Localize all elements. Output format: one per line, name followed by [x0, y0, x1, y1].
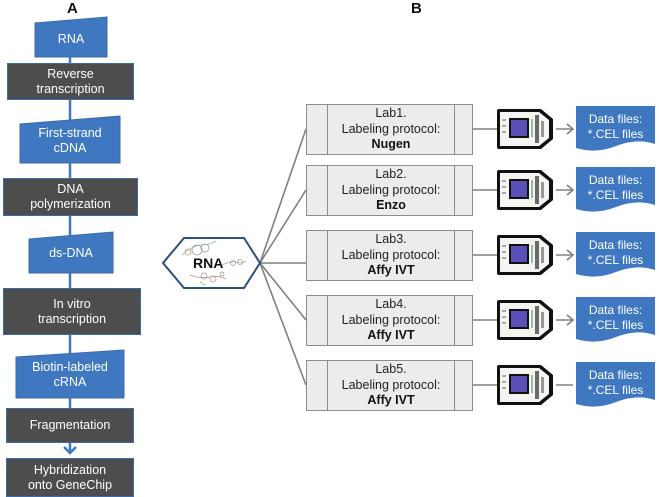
step-label-line: First-strand — [38, 126, 102, 140]
genechip-icon — [497, 170, 553, 210]
step-fragmentation: Fragmentation — [6, 408, 134, 443]
step-label-line: Hybridization — [33, 462, 107, 477]
step-shape-ds-dna — [28, 231, 114, 274]
fan-line-lab2 — [259, 189, 307, 264]
step-label-line: DNA — [57, 182, 84, 196]
genechip-icon — [497, 365, 553, 405]
step-dna-polymerization: DNA polymerization — [3, 178, 138, 216]
flow-arrow-head-icon — [63, 446, 77, 455]
fan-line-lab4 — [259, 262, 307, 321]
data-file-2: Data files: *.CEL files — [576, 173, 655, 202]
lab-name: Lab2. — [375, 167, 407, 181]
data-file-line: *.CEL files — [587, 382, 644, 397]
data-file-line: Data files: — [588, 173, 643, 187]
data-file-line: Data files: — [588, 303, 643, 317]
data-file-line: *.CEL files — [587, 126, 644, 141]
step-label-line: In vitro — [53, 296, 91, 311]
panel-b-label: B — [411, 0, 422, 17]
panel-a-label: A — [67, 0, 78, 17]
genechip-icon — [497, 300, 553, 340]
step-label-line: Biotin-labeled — [32, 360, 108, 374]
lab-box-4: Lab4. Labeling protocol: Affy IVT — [306, 295, 473, 346]
data-file-line: *.CEL files — [587, 317, 644, 332]
data-file-line: Data files: — [588, 368, 643, 382]
fan-line-lab5 — [259, 262, 307, 386]
data-file-line: Data files: — [588, 112, 643, 126]
step-biotin-labeled-crna: Biotin-labeled cRNA — [16, 360, 124, 390]
lab-name: Lab5. — [375, 362, 407, 376]
rna-source-label: RNA — [193, 255, 224, 271]
step-label-line: cDNA — [53, 141, 87, 155]
lab-protocol-value: Affy IVT — [367, 393, 415, 407]
lab-connectors — [473, 123, 575, 386]
lab-box-5: Lab5. Labeling protocol: Affy IVT — [306, 360, 473, 411]
step-label-line: Fragmentation — [29, 418, 111, 432]
data-file-1: Data files: *.CEL files — [576, 112, 655, 141]
data-file-5: Data files: *.CEL files — [576, 368, 655, 397]
data-file-line: Data files: — [588, 238, 643, 252]
step-ds-dna: ds-DNA — [29, 246, 113, 261]
fan-line-lab1 — [259, 128, 307, 264]
step-rna-label: RNA — [57, 32, 85, 46]
lab-protocol-label: Labeling protocol: — [341, 182, 441, 197]
lab-protocol-label: Labeling protocol: — [341, 377, 441, 392]
step-shape-biotin-crna — [15, 349, 125, 399]
data-file-4: Data files: *.CEL files — [576, 303, 655, 332]
step-shape-rna — [34, 16, 108, 58]
lab-protocol-value: Enzo — [376, 198, 406, 212]
step-label-line: transcription — [36, 81, 105, 96]
step-label-line: onto GeneChip — [27, 477, 113, 492]
step-shape-first-strand-cdna — [19, 115, 121, 164]
step-first-strand-cdna: First-strand cDNA — [20, 126, 120, 156]
step-in-vitro-transcription: In vitro transcription — [3, 288, 141, 335]
lab-name: Lab1. — [375, 106, 407, 120]
data-file-line: *.CEL files — [587, 187, 644, 202]
lab-protocol-value: Affy IVT — [367, 328, 415, 342]
rna-structure-icon — [181, 240, 247, 286]
genechip-icon — [497, 235, 553, 275]
step-label-line: cRNA — [53, 375, 87, 389]
step-label-line: transcription — [37, 311, 107, 326]
lab-box-3: Lab3. Labeling protocol: Affy IVT — [306, 230, 473, 281]
lab-protocol-label: Labeling protocol: — [341, 247, 441, 262]
lab-protocol-label: Labeling protocol: — [341, 312, 441, 327]
lab-protocol-value: Affy IVT — [367, 263, 415, 277]
step-label-line: polymerization — [30, 197, 111, 211]
lab-box-1: Lab1. Labeling protocol: Nugen — [306, 104, 473, 155]
genechip-icon — [497, 109, 553, 149]
fan-out-lines — [259, 128, 307, 386]
data-file-3: Data files: *.CEL files — [576, 238, 655, 267]
lab-protocol-label: Labeling protocol: — [341, 121, 441, 136]
lab-protocol-value: Nugen — [371, 137, 411, 151]
lab-name: Lab3. — [375, 232, 407, 246]
step-label-line: ds-DNA — [49, 246, 93, 260]
lab-box-2: Lab2. Labeling protocol: Enzo — [306, 165, 473, 216]
data-file-line: *.CEL files — [587, 252, 644, 267]
step-label-line: Reverse — [47, 66, 94, 81]
step-rna: RNA — [35, 32, 107, 47]
step-reverse-transcription: Reverse transcription — [7, 63, 134, 100]
lab-name: Lab4. — [375, 297, 407, 311]
